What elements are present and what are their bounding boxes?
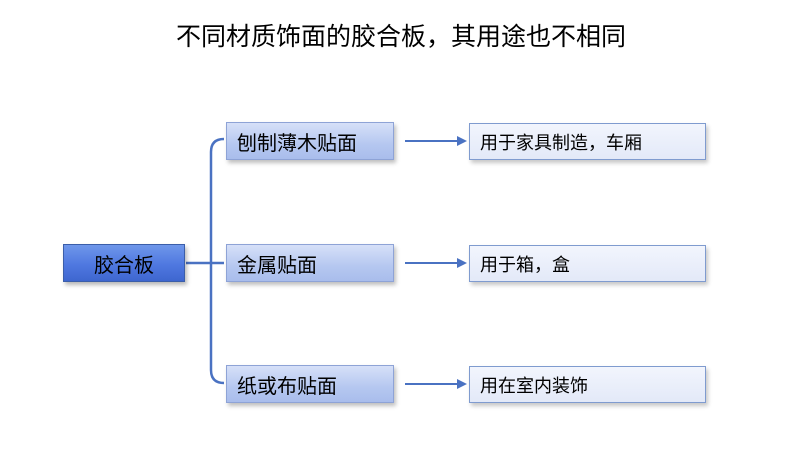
material-node: 金属贴面 xyxy=(226,244,394,282)
material-node: 刨制薄木贴面 xyxy=(226,122,394,160)
page-title: 不同材质饰面的胶合板，其用途也不相同 xyxy=(176,22,627,51)
usage-node: 用在室内装饰 xyxy=(469,366,706,403)
root-node: 胶合板 xyxy=(63,244,185,282)
bracket-line xyxy=(209,137,225,385)
usage-node: 用于家具制造，车厢 xyxy=(469,123,706,160)
material-node: 纸或布贴面 xyxy=(226,365,394,403)
usage-node: 用于箱，盒 xyxy=(469,245,706,282)
